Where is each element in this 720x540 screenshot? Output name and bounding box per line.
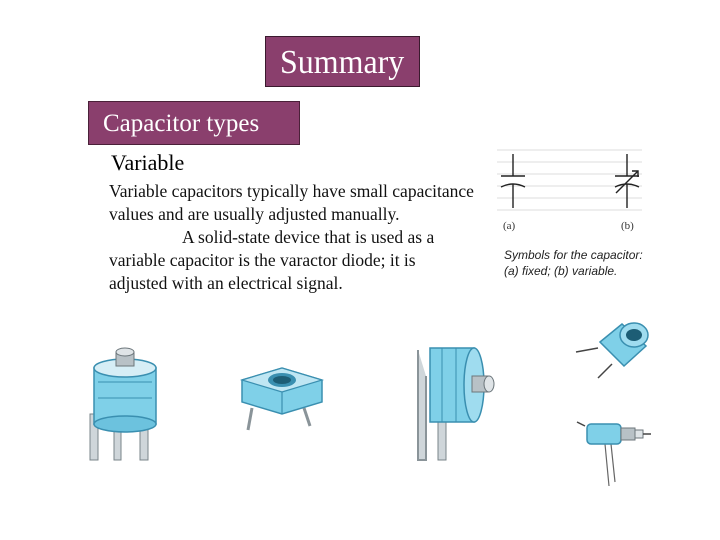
tubular-capacitor-image bbox=[576, 421, 651, 487]
cylindrical-capacitor-image bbox=[575, 322, 649, 379]
fixed-capacitor-symbol bbox=[500, 154, 526, 208]
capacitor-symbols-figure: (a) (b) bbox=[497, 149, 642, 232]
trimmer-capacitor-image-3 bbox=[417, 347, 495, 461]
slide-subtitle: Capacitor types bbox=[103, 110, 260, 137]
label-b: (b) bbox=[621, 220, 634, 232]
body-text: Variable capacitors typically have small… bbox=[109, 180, 474, 295]
paragraph-varactor: A solid-state device that is used as a v… bbox=[109, 227, 435, 293]
subtitle-box: Capacitor types bbox=[88, 101, 300, 145]
paragraph-variable-capacitors: Variable capacitors typically have small… bbox=[109, 181, 474, 224]
variable-capacitor-symbol bbox=[614, 154, 640, 208]
section-heading: Variable bbox=[111, 150, 185, 175]
label-a: (a) bbox=[503, 220, 516, 232]
trimmer-capacitor-image-1 bbox=[89, 347, 157, 461]
trimmer-capacitor-image-2 bbox=[239, 367, 325, 431]
slide-title: Summary bbox=[280, 44, 405, 81]
slide-title-box: Summary bbox=[265, 36, 420, 87]
figure-caption: Symbols for the capacitor: (a) fixed; (b… bbox=[504, 248, 643, 278]
